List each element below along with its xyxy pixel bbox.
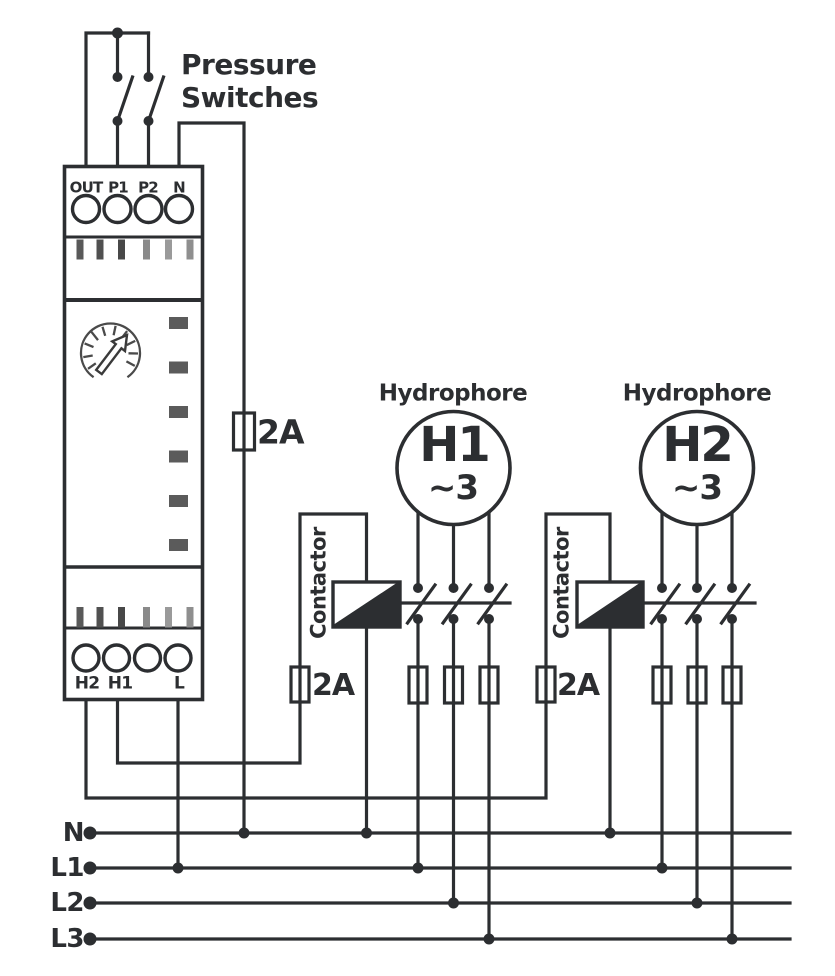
pump1-fuse3-icon — [478, 665, 500, 705]
pressure-controller-device — [62, 164, 205, 702]
hydrophore2-label: Hydrophore — [622, 380, 772, 407]
contactor2-coil-wire — [84, 512, 612, 835]
pressure-switches-line1: Pressure — [181, 48, 317, 81]
terminal-label-h1: H1 — [107, 673, 133, 694]
contactor2-label: Contactor — [549, 527, 574, 639]
coil1-fuse-icon — [289, 665, 311, 704]
fuse-symbols — [231, 411, 743, 705]
contactor2-coil-symbol — [575, 580, 645, 629]
terminal-n — [163, 193, 195, 225]
rail-label-l1: L1 — [50, 853, 84, 883]
pump2-fuse1-icon — [651, 665, 673, 705]
terminal-p1 — [102, 193, 133, 225]
terminal-h1 — [101, 643, 132, 673]
terminal-l — [163, 643, 193, 673]
rail-label-l2: L2 — [50, 888, 84, 918]
motor1-name: H1 — [419, 417, 491, 473]
pump1-fuse1-icon — [407, 665, 429, 705]
terminal-label-l: L — [173, 673, 185, 694]
terminal-unused — [132, 643, 163, 673]
top-vent-bars — [76, 239, 194, 260]
motor2-name: H2 — [662, 417, 734, 473]
terminal-label-p2: P2 — [138, 178, 159, 197]
terminal-p2 — [133, 193, 164, 225]
motor2-phases: ~3 — [671, 468, 723, 508]
pressure-switches-label: Pressure Switches — [181, 48, 319, 114]
motor1-phases: ~3 — [427, 468, 479, 508]
contactor1-label: Contactor — [306, 527, 331, 639]
motor-h2-symbol — [638, 409, 756, 527]
terminal-label-h2: H2 — [74, 673, 100, 694]
rail-label-n: N — [62, 818, 85, 848]
gauge-needle — [94, 333, 129, 376]
coil2-fuse-icon — [535, 665, 557, 704]
led-indicators — [169, 317, 188, 551]
pump2-fuse2-icon — [686, 665, 708, 705]
contactor2-contacts — [641, 582, 757, 626]
pressure-switches-symbol — [84, 31, 166, 168]
device-fuse-icon — [231, 411, 257, 452]
motor-h1-symbol — [395, 409, 512, 527]
device-fuse-label: 2A — [257, 412, 305, 452]
junction-dots — [83, 27, 738, 946]
pump1-fuse2-icon — [442, 665, 465, 705]
terminal-label-n: N — [173, 178, 186, 197]
power-rails — [88, 831, 792, 941]
terminal-label-out: OUT — [69, 178, 104, 197]
rail-label-l3: L3 — [50, 924, 84, 954]
gauge-icon — [79, 322, 142, 379]
terminal-out — [70, 193, 102, 225]
bottom-vent-bars — [76, 607, 194, 628]
coil2-fuse-label: 2A — [557, 668, 600, 703]
contactor1-coil-symbol — [331, 580, 402, 629]
pressure-switches-line2: Switches — [181, 81, 319, 114]
n-supply-wire — [177, 121, 246, 835]
terminal-circles — [70, 193, 195, 673]
pump2-fuse3-icon — [721, 665, 743, 705]
hydrophore1-label: Hydrophore — [378, 380, 528, 407]
contactor1-contacts — [398, 582, 512, 626]
coil1-fuse-label: 2A — [312, 668, 355, 703]
terminal-label-p1: P1 — [108, 178, 129, 197]
terminal-h2 — [71, 643, 101, 673]
